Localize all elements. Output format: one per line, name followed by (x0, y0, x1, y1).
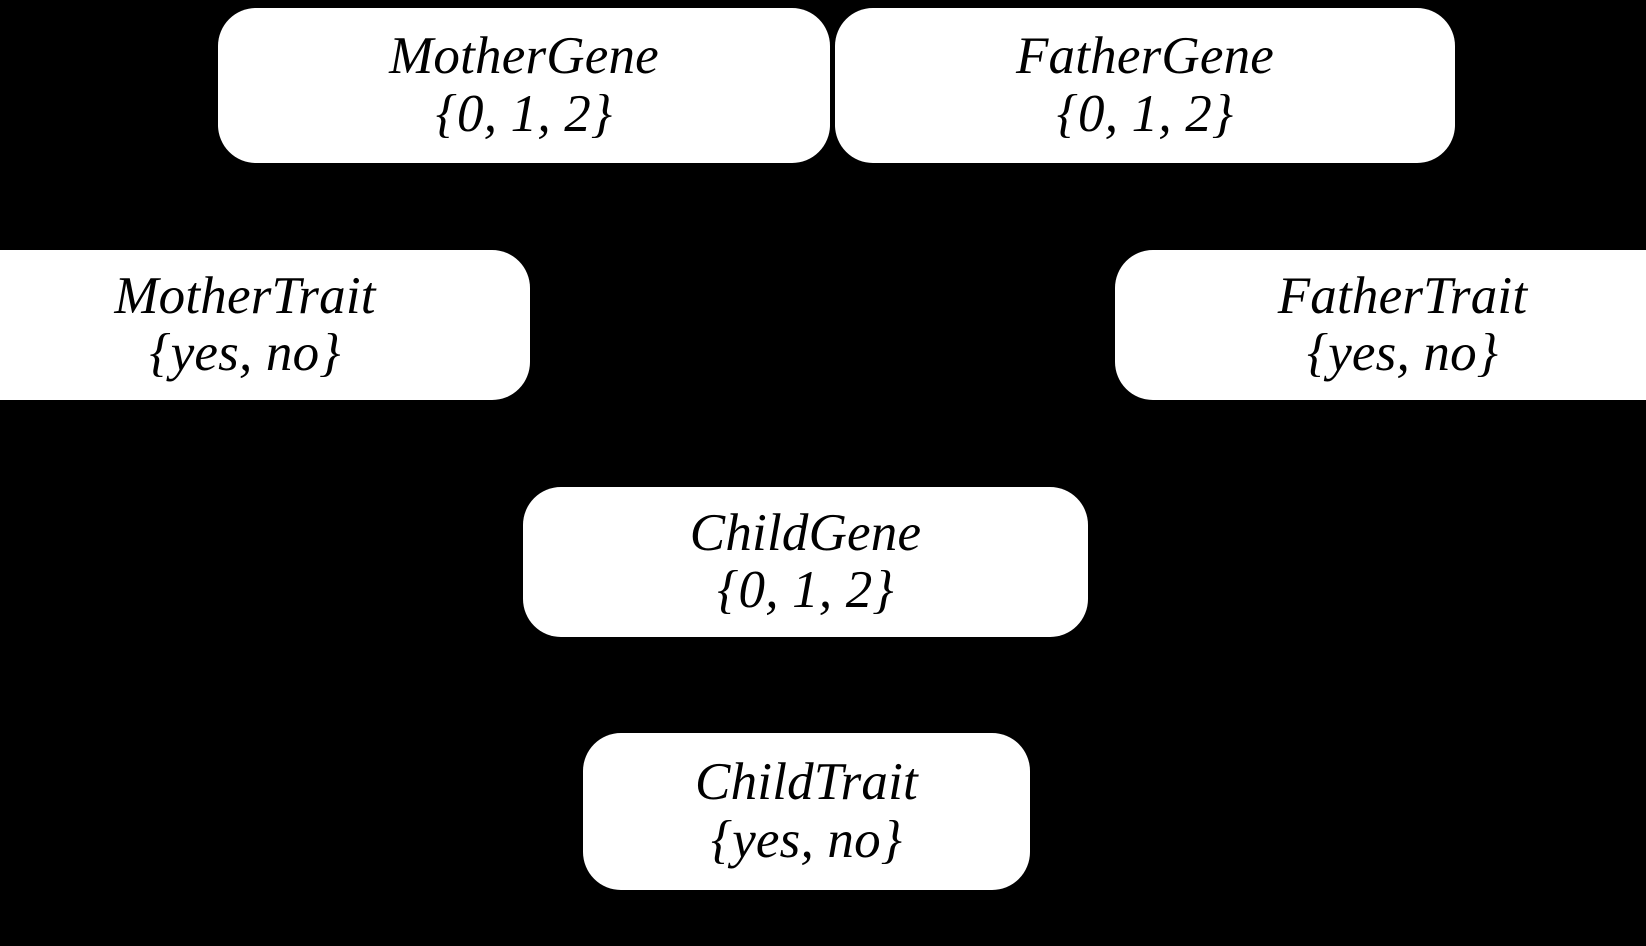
node-child-gene-label: ChildGene (689, 503, 922, 562)
node-mother-trait-domain: {yes, no} (149, 324, 341, 382)
edge-mother-gene-to-mother-trait (248, 161, 342, 252)
node-child-trait-label: ChildTrait (695, 753, 918, 812)
edge-father-gene-to-child-gene (928, 162, 1062, 488)
node-mother-gene-label: MotherGene (389, 27, 659, 86)
node-father-gene[interactable]: FatherGene {0, 1, 2} (835, 8, 1455, 163)
node-child-gene-domain: {0, 1, 2} (717, 561, 894, 619)
edge-father-gene-to-father-trait (1318, 161, 1402, 252)
node-mother-gene-domain: {0, 1, 2} (435, 84, 613, 143)
node-child-trait-domain: {yes, no} (710, 810, 903, 869)
node-child-trait[interactable]: ChildTrait {yes, no} (583, 733, 1030, 890)
node-father-trait-label: FatherTrait (1277, 266, 1528, 325)
node-mother-gene[interactable]: MotherGene {0, 1, 2} (218, 8, 830, 163)
node-mother-trait-label: MotherTrait (114, 266, 376, 325)
node-father-trait[interactable]: FatherTrait {yes, no} (1115, 250, 1646, 400)
node-father-trait-domain: {yes, no} (1306, 324, 1499, 382)
node-father-gene-domain: {0, 1, 2} (1056, 84, 1234, 143)
node-mother-trait[interactable]: MotherTrait {yes, no} (0, 250, 530, 400)
node-father-gene-label: FatherGene (1015, 27, 1275, 86)
node-child-gene[interactable]: ChildGene {0, 1, 2} (523, 487, 1088, 637)
edge-mother-gene-to-child-gene (598, 162, 702, 488)
